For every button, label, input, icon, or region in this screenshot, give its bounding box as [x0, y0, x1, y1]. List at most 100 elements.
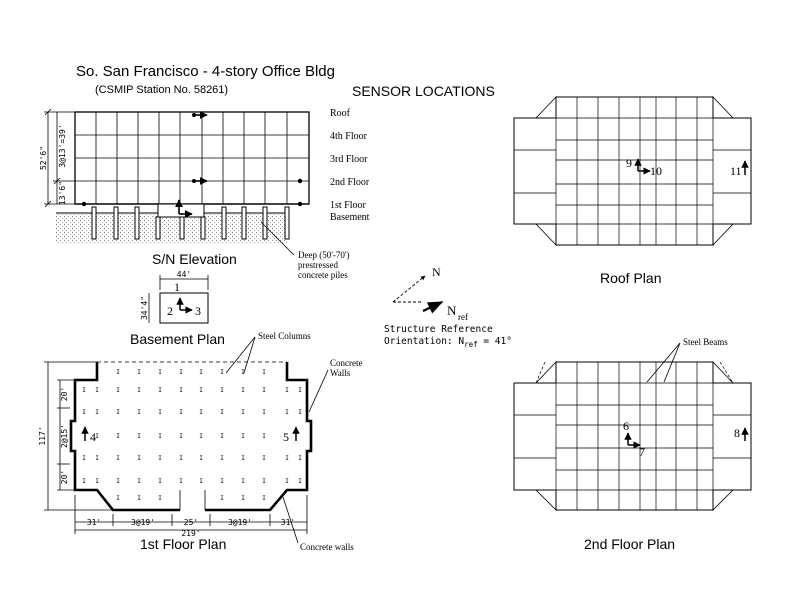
svg-text:I: I: [241, 495, 245, 502]
level-4th-floor: 4th Floor: [330, 131, 368, 142]
pile-note-line1: Deep (50'-70'): [298, 250, 349, 260]
dim-upper-floors: 3@13'=39': [58, 124, 67, 167]
svg-text:I: I: [241, 455, 245, 462]
svg-text:I: I: [220, 433, 224, 440]
dim-bottom-25: 25': [184, 518, 198, 527]
first-floor-caption: 1st Floor Plan: [140, 536, 226, 552]
svg-text:I: I: [285, 455, 289, 462]
svg-text:I: I: [262, 369, 266, 376]
svg-text:I: I: [116, 495, 120, 502]
nref-label: N: [447, 303, 457, 318]
level-3rd-floor: 3rd Floor: [330, 154, 368, 165]
orientation-line2: Orientation: Nref = 41°: [384, 336, 512, 349]
svg-text:I: I: [179, 369, 183, 376]
svg-text:I: I: [199, 369, 203, 376]
svg-text:I: I: [179, 387, 183, 394]
svg-text:I: I: [220, 495, 224, 502]
svg-text:I: I: [298, 387, 302, 394]
svg-text:I: I: [220, 369, 224, 376]
svg-text:I: I: [199, 387, 203, 394]
svg-text:I: I: [158, 433, 162, 440]
sensor-1-label: 1: [174, 280, 180, 294]
dim-bottom-31-left: 31': [87, 518, 101, 527]
svg-text:I: I: [95, 433, 99, 440]
dim-first-floor: 13'6": [58, 181, 67, 205]
dim-total-height-117: 117': [38, 426, 47, 445]
orientation-line2-b: = 41°: [478, 336, 512, 347]
north-label: N: [432, 265, 441, 279]
svg-text:I: I: [262, 478, 266, 485]
roof-caption: Roof Plan: [600, 270, 661, 286]
second-floor-plan: Steel Beams 6 7 8 2nd Floor Plan: [513, 337, 752, 552]
svg-text:I: I: [199, 433, 203, 440]
pile-note-line2: prestressed: [298, 260, 338, 270]
first-floor-outline: [69, 362, 313, 512]
basement-plan: 44' 34'4" 1 2 3 Basement Plan: [130, 270, 225, 347]
svg-text:I: I: [179, 409, 183, 416]
level-2nd-floor: 2nd Floor: [330, 177, 370, 188]
svg-text:I: I: [137, 455, 141, 462]
sensor-3-label: 3: [195, 304, 201, 318]
svg-text:I: I: [116, 433, 120, 440]
second-floor-outline: [513, 361, 752, 511]
sensor-9-label: 9: [626, 156, 632, 170]
svg-text:I: I: [179, 478, 183, 485]
basement-caption: Basement Plan: [130, 331, 225, 347]
svg-text:I: I: [285, 409, 289, 416]
svg-text:I: I: [262, 409, 266, 416]
sensor-11-label: 11: [730, 164, 742, 178]
svg-text:I: I: [241, 478, 245, 485]
svg-text:I: I: [137, 495, 141, 502]
svg-text:I: I: [116, 387, 120, 394]
svg-text:I: I: [116, 478, 120, 485]
label-concrete-walls-line1: Concrete: [330, 358, 362, 368]
svg-text:I: I: [116, 369, 120, 376]
svg-text:I: I: [199, 409, 203, 416]
svg-text:I: I: [158, 369, 162, 376]
dim-top-20: 20': [60, 387, 69, 401]
svg-text:I: I: [137, 369, 141, 376]
svg-text:I: I: [95, 478, 99, 485]
dim-bottom-3at19-left: 3@19': [131, 518, 155, 527]
svg-text:I: I: [241, 409, 245, 416]
label-steel-columns: Steel Columns: [258, 331, 311, 341]
svg-text:I: I: [158, 409, 162, 416]
svg-text:I: I: [82, 409, 86, 416]
svg-text:I: I: [220, 478, 224, 485]
svg-text:I: I: [241, 433, 245, 440]
station-label: (CSMIP Station No. 58261): [95, 84, 228, 96]
orientation-line2-sub: ref: [464, 340, 478, 349]
svg-text:I: I: [298, 455, 302, 462]
label-concrete-walls-line2: Walls: [330, 368, 351, 378]
svg-text:I: I: [82, 478, 86, 485]
sensor-4-label: 4: [90, 430, 96, 444]
sensor-2-label: 2: [167, 304, 173, 318]
svg-text:I: I: [137, 409, 141, 416]
svg-text:I: I: [137, 478, 141, 485]
svg-text:I: I: [220, 409, 224, 416]
label-concrete-walls-bottom: Concrete walls: [300, 542, 354, 552]
svg-text:I: I: [179, 433, 183, 440]
svg-text:I: I: [95, 387, 99, 394]
level-1st-floor: 1st Floor: [330, 200, 367, 211]
dim-mid-2at15: 2@15': [60, 424, 69, 448]
svg-text:I: I: [137, 433, 141, 440]
svg-text:I: I: [82, 455, 86, 462]
svg-text:I: I: [158, 455, 162, 462]
level-basement: Basement: [330, 212, 370, 223]
svg-text:I: I: [137, 387, 141, 394]
basement-dim-width: 44': [177, 270, 191, 279]
label-steel-beams: Steel Beams: [683, 337, 728, 347]
svg-text:I: I: [158, 495, 162, 502]
first-floor-plan: I I I I I I I I I I I I I I I I I I I I I I I I I I I I I I I I I I I I I…: [38, 331, 362, 552]
svg-text:I: I: [262, 455, 266, 462]
roof-plan: 9 10 11 Roof Plan: [513, 96, 752, 286]
orientation-line2-a: Orientation: N: [384, 336, 464, 347]
svg-text:I: I: [82, 387, 86, 394]
svg-text:I: I: [262, 387, 266, 394]
dim-bottom-3at19-right: 3@19': [228, 518, 252, 527]
roof-outline: [513, 96, 752, 246]
svg-text:I: I: [116, 409, 120, 416]
building-title: So. San Francisco - 4-story Office Bldg: [76, 63, 335, 80]
sensor-locations-heading: SENSOR LOCATIONS: [352, 83, 495, 99]
